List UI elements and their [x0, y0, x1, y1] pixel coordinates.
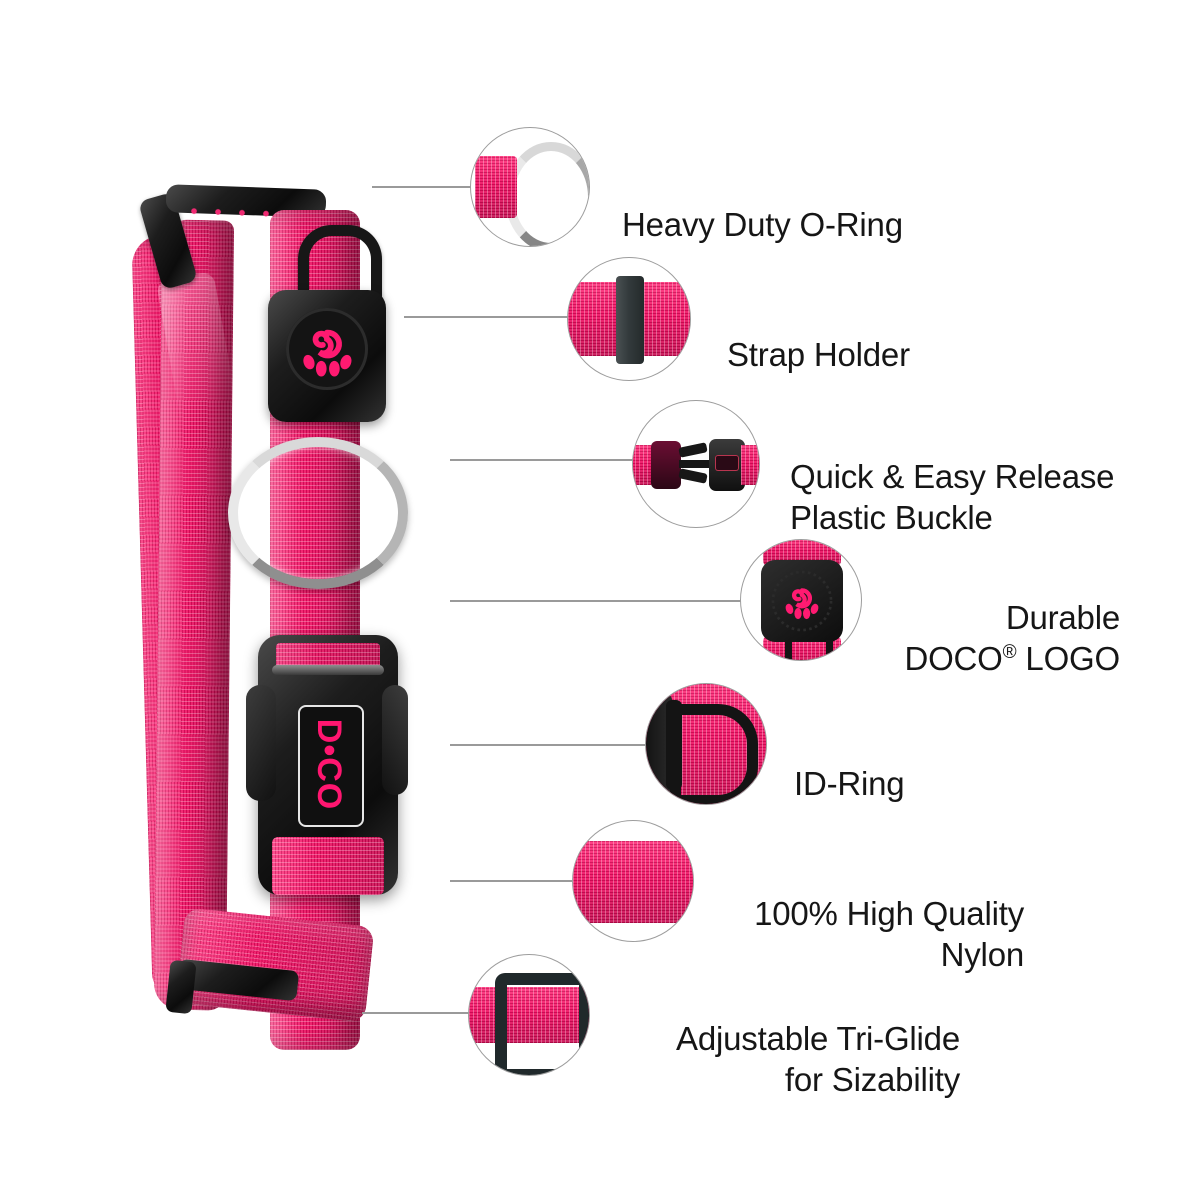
logo-lower-d-ring-icon [785, 640, 833, 660]
callout-tri-glide [468, 954, 590, 1076]
leader-line-nylon [450, 880, 582, 882]
paw-spiral-icon [303, 329, 352, 377]
o-ring-metal-icon [505, 142, 589, 246]
buckle-prong-upper-icon [678, 442, 708, 458]
leader-line-o-ring [372, 186, 480, 188]
leader-line-buckle [450, 459, 642, 461]
d-ring-icon [670, 704, 758, 804]
leader-line-tri-glide [362, 1012, 476, 1014]
doco-paw-logo-icon [771, 570, 833, 632]
logo-black-tag-icon [761, 560, 843, 642]
label-doco-logo-line2: DOCO® LOGO [904, 640, 1120, 677]
tri-glide-icon [495, 973, 589, 1075]
buckle-slot-bar [272, 665, 384, 675]
product-image-dog-collar: D•CO [120, 165, 460, 1050]
callout-o-ring [470, 127, 590, 247]
buckle-lower-webbing [272, 837, 384, 895]
label-id-ring: ID-Ring [794, 765, 905, 802]
tri-glide-inner-webbing-icon [509, 987, 553, 1043]
o-ring-webbing-loop-icon [475, 156, 517, 218]
label-strap-holder: Strap Holder [727, 336, 910, 373]
doco-paw-logo-main [286, 308, 368, 390]
d-ring-post-icon [666, 700, 682, 790]
callout-buckle [632, 400, 760, 528]
leader-line-logo [450, 600, 750, 602]
strap-holder-band-icon [616, 276, 644, 364]
buckle-prong-lower-icon [678, 468, 708, 484]
buckle-right-webbing-icon [741, 445, 759, 485]
buckle-doco-plate [298, 705, 364, 827]
callout-strap-holder [567, 257, 691, 381]
leader-line-strap-holder [404, 316, 580, 318]
buckle-upper-slot-webbing [276, 643, 380, 669]
callout-doco-logo [740, 539, 862, 661]
buckle-doco-text: D•CO [310, 718, 349, 810]
buckle-prong-mid-icon [679, 460, 709, 468]
leader-line-id-ring [450, 744, 656, 746]
buckle-release-arm-left [246, 685, 276, 801]
nylon-webbing-icon [573, 841, 693, 923]
collar-o-ring-metal [228, 437, 408, 589]
callout-nylon [572, 820, 694, 942]
buckle-release-arm-right [382, 685, 408, 795]
collar-bottom-tri-glide [165, 959, 197, 1015]
callout-id-ring [645, 683, 767, 805]
label-o-ring: Heavy Duty O-Ring [622, 206, 903, 243]
buckle-left-body-icon [651, 441, 681, 489]
label-doco-logo: Durable DOCO® LOGO [900, 556, 1120, 720]
buckle-right-plate-icon [715, 455, 739, 471]
